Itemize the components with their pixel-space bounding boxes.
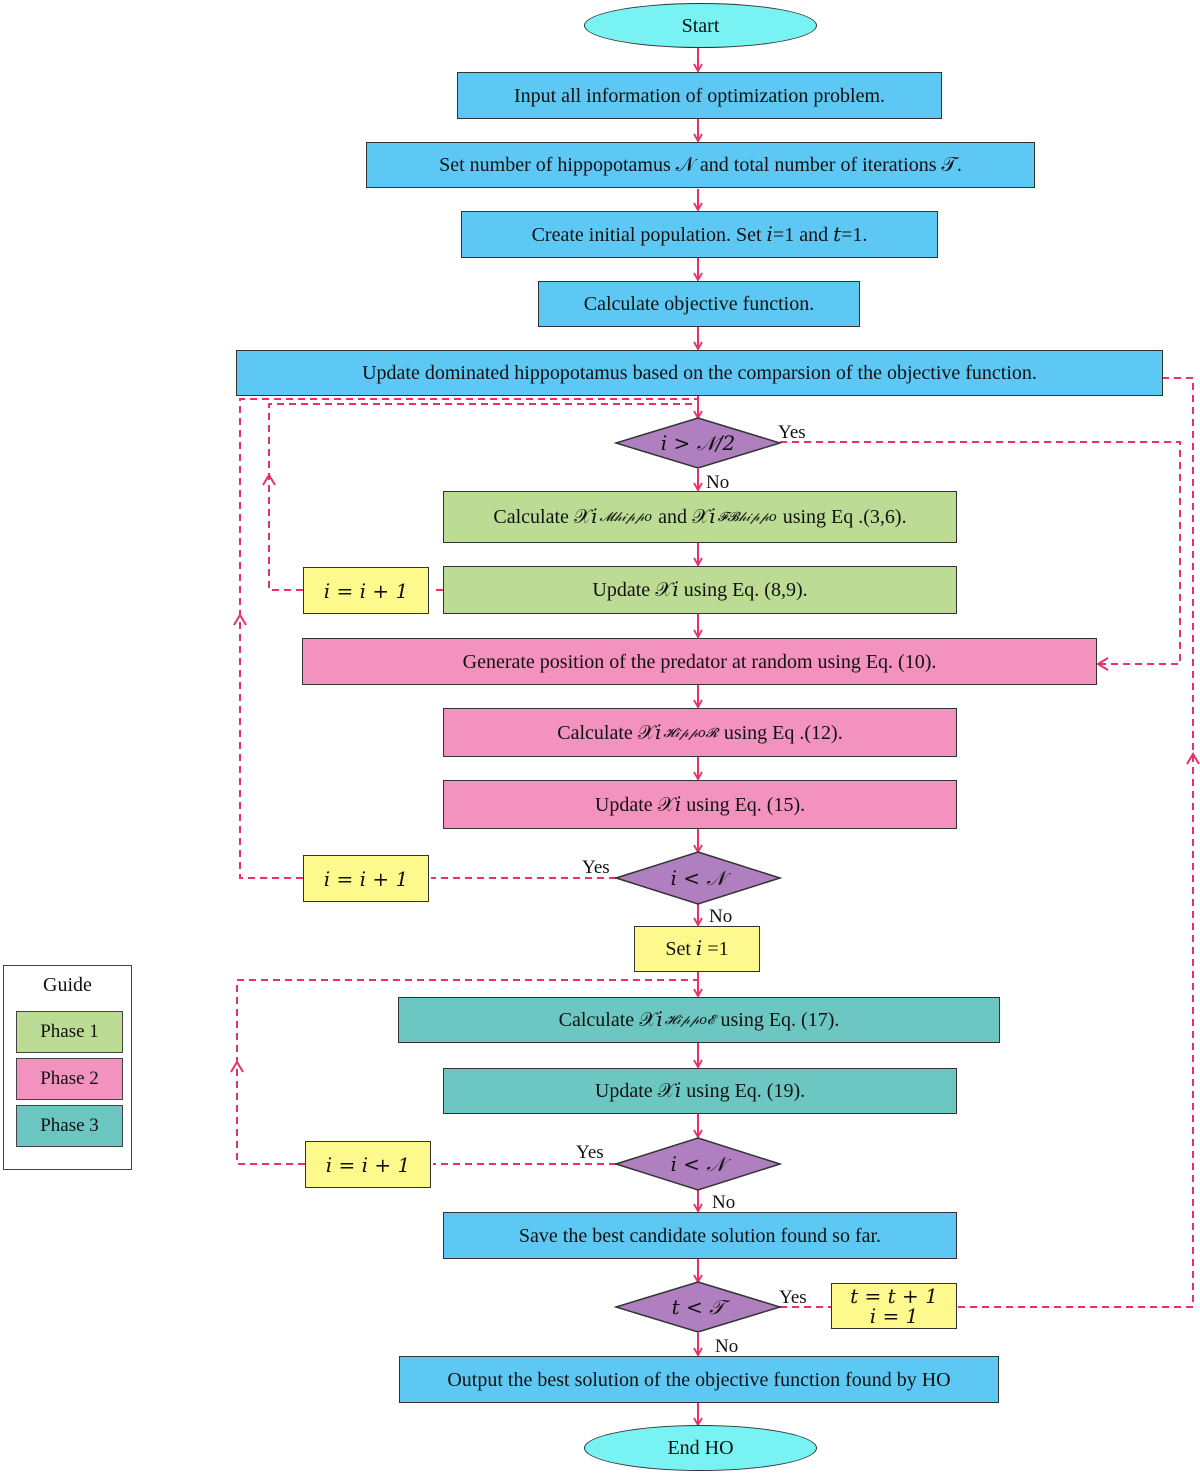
loop1-increment-box: 𝑖 = 𝑖 + 1: [303, 567, 429, 614]
t-loop-return: [958, 377, 1194, 1308]
input-box: Input all information of optimization pr…: [457, 72, 942, 119]
loop2-return: [239, 398, 698, 879]
feedback-loops: [236, 377, 1194, 1308]
phase1-calc-pre: Calculate 𝒳𝑖: [493, 506, 598, 528]
loop3-return: [236, 979, 698, 1165]
no-t-label: No: [715, 1336, 739, 1357]
decision-t-label: 𝑡 < 𝒯: [671, 1295, 725, 1319]
decision-half-label: 𝑖 > 𝒩/2: [660, 431, 736, 455]
yes-half-to-predator: [780, 441, 1181, 665]
phase2-update-box: Update 𝒳𝑖 using Eq. (15).: [443, 780, 957, 829]
decisions: [613, 417, 783, 1333]
loop3-up-arrow: [230, 1060, 244, 1073]
phase2-calc-post: using Eq .(12).: [723, 721, 843, 744]
update-dominated-box: Update dominated hippopotamus based on t…: [236, 350, 1163, 396]
phase3-calc-sup: 𝓗𝒾𝓅𝓅𝑜𝓔: [664, 1012, 715, 1027]
create-population-box: Create initial population. Set 𝑖=1 and 𝑡…: [461, 211, 938, 258]
yes-n1-label: Yes: [582, 857, 610, 878]
legend-phase2: Phase 2: [16, 1058, 123, 1100]
calc-objective-box: Calculate objective function.: [538, 281, 860, 327]
output-box: Output the best solution of the objectiv…: [399, 1356, 999, 1403]
t-update-line2: 𝑖 = 1: [869, 1304, 919, 1328]
decision-n2-label: 𝑖 < 𝒩: [670, 1152, 726, 1176]
no-n2-label: No: [712, 1192, 736, 1213]
loop2-up-arrow: [233, 613, 247, 626]
loop-arrowheads: [230, 473, 1200, 1073]
decision-n1-shape: [613, 851, 783, 905]
t-update-box: 𝑡 = 𝑡 + 1 𝑖 = 1: [831, 1283, 957, 1329]
legend-phase3: Phase 3: [16, 1105, 123, 1147]
phase1-update-box: Update 𝒳𝑖 using Eq. (8,9).: [443, 566, 957, 614]
decision-n1-label: 𝑖 < 𝒩: [670, 866, 726, 890]
loop2-increment-box: 𝑖 = 𝑖 + 1: [303, 855, 429, 902]
yes-t-label: Yes: [779, 1287, 807, 1308]
no-half-label: No: [706, 472, 730, 493]
start-terminal: Start: [584, 3, 817, 48]
save-best-box: Save the best candidate solution found s…: [443, 1212, 957, 1259]
phase1-calc-sup1: 𝓜𝒽𝒾𝓅𝓅𝑜: [599, 509, 653, 524]
decision-n2-shape: [613, 1137, 783, 1191]
phase3-update-box: Update 𝒳𝑖 using Eq. (19).: [443, 1068, 957, 1114]
set-number-box: Set number of hippopotamus 𝒩 and total n…: [366, 142, 1035, 188]
legend-phase1: Phase 1: [16, 1011, 123, 1053]
loop1-up-arrow: [262, 473, 276, 486]
decision-half-shape: [613, 417, 783, 469]
loop1-return: [268, 403, 698, 591]
decision-t-shape: [613, 1281, 783, 1333]
predator-in-arrow: [1096, 657, 1109, 671]
loop3-increment-box: 𝑖 = 𝑖 + 1: [305, 1141, 431, 1188]
phase3-calc-pre: Calculate 𝒳𝑖: [558, 1009, 663, 1031]
yes-n2-label: Yes: [576, 1142, 604, 1163]
end-terminal: End HO: [584, 1425, 817, 1471]
phase3-calc-post: using Eq. (17).: [720, 1009, 840, 1031]
t-update-line1: 𝑡 = 𝑡 + 1: [850, 1284, 938, 1308]
phase1-calc-mid: and 𝒳𝑖: [658, 506, 716, 528]
no-n1-label: No: [709, 906, 733, 927]
t-loop-up-arrow: [1186, 752, 1200, 765]
predator-box: Generate position of the predator at ran…: [302, 638, 1097, 685]
phase1-calc-sup2: 𝓕𝓑𝒽𝒾𝓅𝓅𝑜: [717, 509, 777, 524]
yes-half-label: Yes: [778, 422, 806, 443]
phase2-calc-pre: Calculate 𝒳𝑖: [557, 721, 662, 744]
legend-title: Guide: [43, 974, 92, 996]
set-i-box: Set 𝑖 =1: [634, 926, 760, 972]
legend-guide: Guide Phase 1 Phase 2 Phase 3: [3, 965, 132, 1170]
phase2-calc-sup: 𝓗𝒾𝓅𝓅𝑜𝓡: [663, 724, 718, 740]
phase1-calc-post: using Eq .(3,6).: [782, 506, 907, 528]
